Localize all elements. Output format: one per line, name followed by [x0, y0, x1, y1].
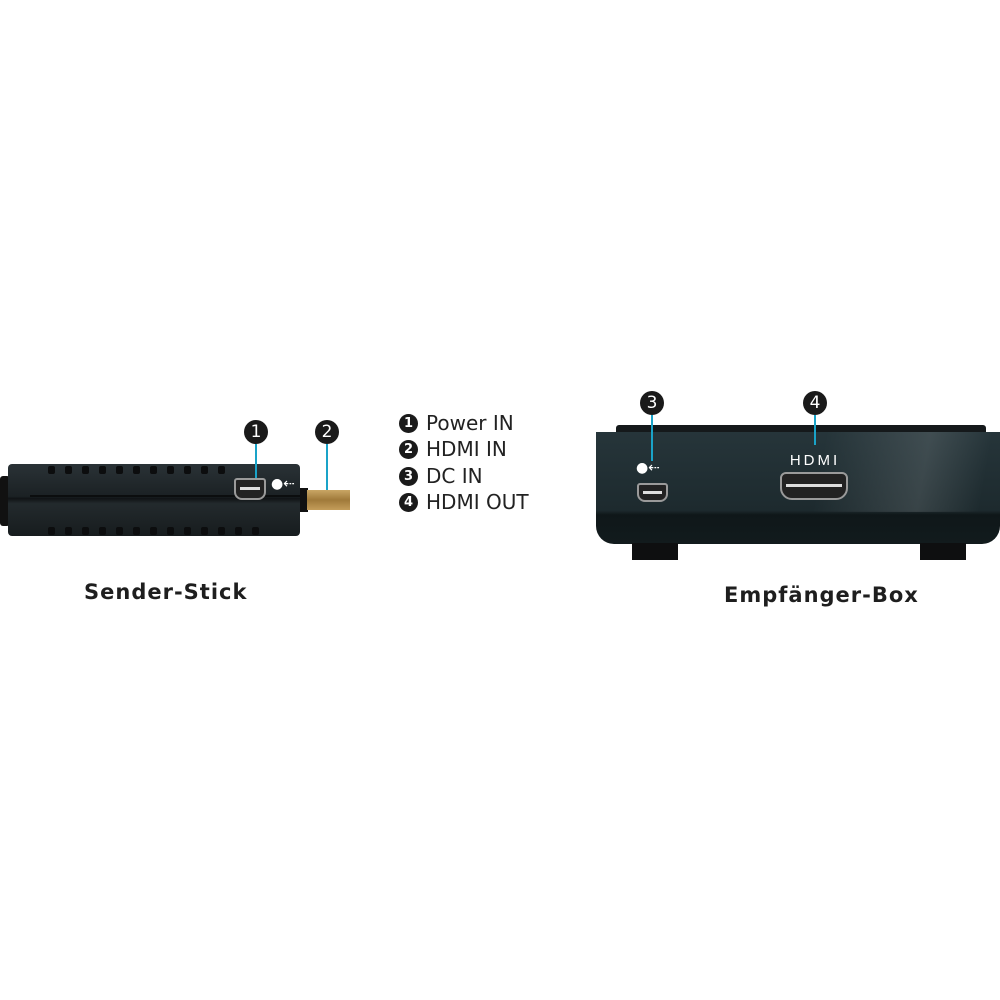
vent-ridge: [167, 466, 174, 474]
vent-ridge: [150, 527, 157, 535]
vent-ridge: [65, 466, 72, 474]
vent-ridge: [218, 527, 225, 535]
legend-item: 1 Power IN: [399, 411, 514, 435]
box-foot: [920, 543, 966, 560]
stick-body: [8, 464, 300, 536]
vent-ridge: [48, 527, 55, 535]
vent-ridge: [116, 466, 123, 474]
stick-end-cap: [0, 476, 10, 526]
leader-line-1: [255, 444, 257, 478]
vent-ridge: [99, 466, 106, 474]
legend-number: 3: [399, 466, 418, 486]
vent-ridge: [133, 466, 140, 474]
vent-ridge: [48, 466, 55, 474]
mini-usb-port-icon: [637, 483, 668, 502]
legend-number: 4: [399, 492, 418, 512]
hdmi-port-icon: [780, 472, 848, 500]
vent-ridge: [184, 466, 191, 474]
vent-ridge: [82, 466, 89, 474]
leader-line-3: [651, 415, 653, 461]
legend-label: HDMI IN: [426, 437, 507, 461]
vent-ridge: [65, 527, 72, 535]
vent-ridge: [116, 527, 123, 535]
callout-3: 3: [640, 391, 664, 415]
stick-seam: [30, 495, 300, 497]
legend-item: 2 HDMI IN: [399, 437, 507, 461]
vent-ridge: [201, 527, 208, 535]
vent-ridge: [82, 527, 89, 535]
leader-line-4: [814, 415, 816, 445]
legend-number: 1: [399, 413, 418, 433]
vent-ridge: [133, 527, 140, 535]
hdmi-port-label: HDMI: [789, 452, 841, 469]
vent-ridge: [150, 466, 157, 474]
legend-item: 4 HDMI OUT: [399, 490, 529, 514]
legend-label: Power IN: [426, 411, 514, 435]
callout-1: 1: [244, 420, 268, 444]
legend-label: DC IN: [426, 464, 483, 488]
mini-hdmi-port-icon: [234, 478, 266, 500]
box-lid: [616, 425, 986, 434]
leader-line-2: [326, 444, 328, 490]
box-foot: [632, 543, 678, 560]
vent-ridge: [218, 466, 225, 474]
hdmi-plug-icon: [300, 488, 308, 512]
legend-label: HDMI OUT: [426, 490, 529, 514]
vent-ridge: [201, 466, 208, 474]
hdmi-plug-icon: [307, 490, 350, 510]
legend-item: 3 DC IN: [399, 464, 483, 488]
legend-number: 2: [399, 439, 418, 459]
sender-stick-caption: Sender-Stick: [84, 580, 248, 604]
vent-ridge: [167, 527, 174, 535]
receiver-box-caption: Empfänger-Box: [724, 583, 919, 607]
vent-ridge: [252, 527, 259, 535]
vent-ridge: [184, 527, 191, 535]
callout-4: 4: [803, 391, 827, 415]
usb-icon: ●⇠: [636, 460, 660, 476]
vent-ridge: [235, 527, 242, 535]
vent-ridge: [99, 527, 106, 535]
usb-icon: ●⇠: [271, 476, 295, 492]
callout-2: 2: [315, 420, 339, 444]
